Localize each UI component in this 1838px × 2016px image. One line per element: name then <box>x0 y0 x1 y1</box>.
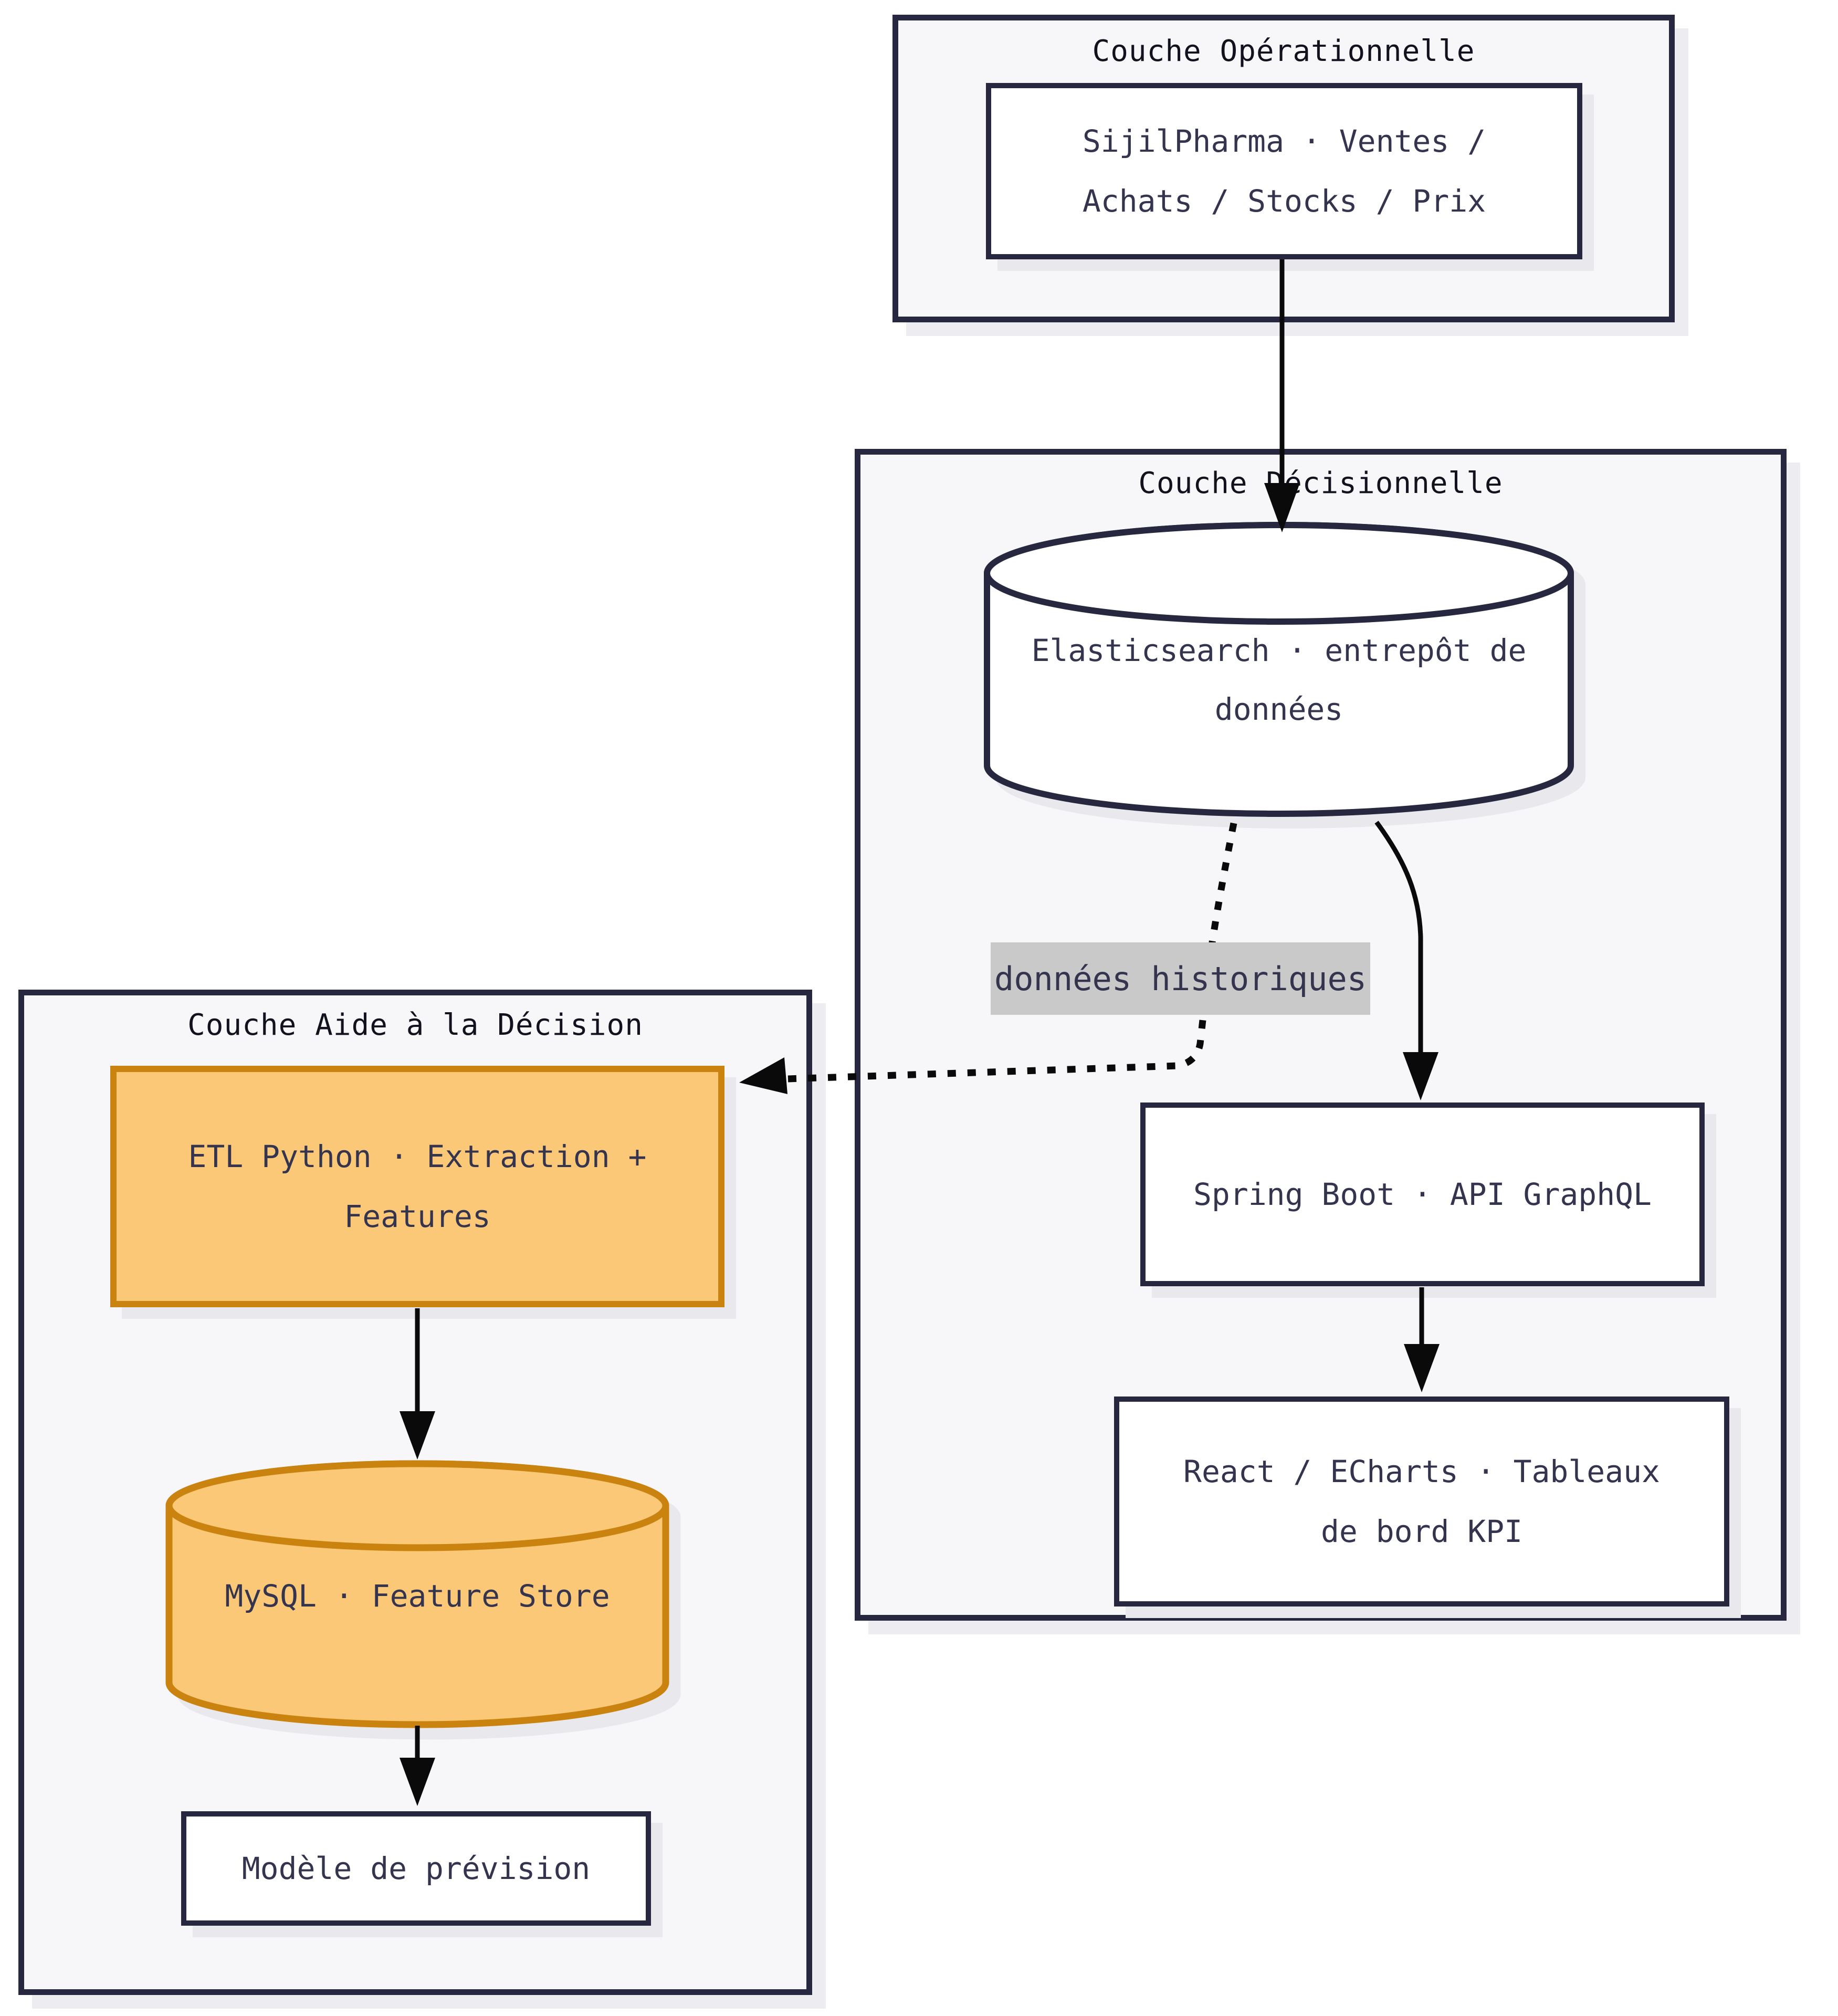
node-modele-prevision: Modèle de prévision <box>181 1811 651 1926</box>
node-mysql-label: MySQL · Feature Store <box>225 1578 610 1614</box>
node-etl-python: ETL Python · Extraction + Features <box>110 1066 724 1307</box>
node-elasticsearch-line2: données <box>1214 691 1343 727</box>
node-elasticsearch-line1: Elasticsearch · entrepôt de <box>1031 633 1527 668</box>
node-spring-boot: Spring Boot · API GraphQL <box>1140 1102 1705 1286</box>
node-elasticsearch: Elasticsearch · entrepôt de données <box>987 593 1571 766</box>
node-react-echarts-line2: de bord KPI <box>1320 1514 1523 1549</box>
node-etl-python-line1: ETL Python · Extraction + <box>188 1139 647 1174</box>
node-modele-prevision-label: Modèle de prévision <box>241 1851 591 1886</box>
node-mysql: MySQL · Feature Store <box>169 1554 666 1638</box>
node-sijilpharma-line2: Achats / Stocks / Prix <box>1082 183 1486 219</box>
cylinder-elasticsearch <box>984 522 1574 817</box>
node-sijilpharma: SijilPharma · Ventes / Achats / Stocks /… <box>986 83 1582 259</box>
group-title-operationnelle: Couche Opérationnelle <box>1092 34 1475 68</box>
cylinder-mysql-top <box>165 1460 669 1551</box>
node-spring-boot-label: Spring Boot · API GraphQL <box>1193 1177 1652 1212</box>
group-title-decisionnelle: Couche Décisionnelle <box>1138 466 1503 500</box>
edge-label-donnees-historiques: données historiques <box>991 942 1370 1015</box>
node-react-echarts: React / ECharts · Tableaux de bord KPI <box>1114 1396 1729 1606</box>
node-react-echarts-line1: React / ECharts · Tableaux <box>1183 1454 1660 1489</box>
node-etl-python-line2: Features <box>344 1199 491 1234</box>
node-sijilpharma-line1: SijilPharma · Ventes / <box>1082 123 1486 159</box>
group-title-aide-decision: Couche Aide à la Décision <box>187 1008 643 1042</box>
cylinder-mysql <box>165 1460 669 1728</box>
